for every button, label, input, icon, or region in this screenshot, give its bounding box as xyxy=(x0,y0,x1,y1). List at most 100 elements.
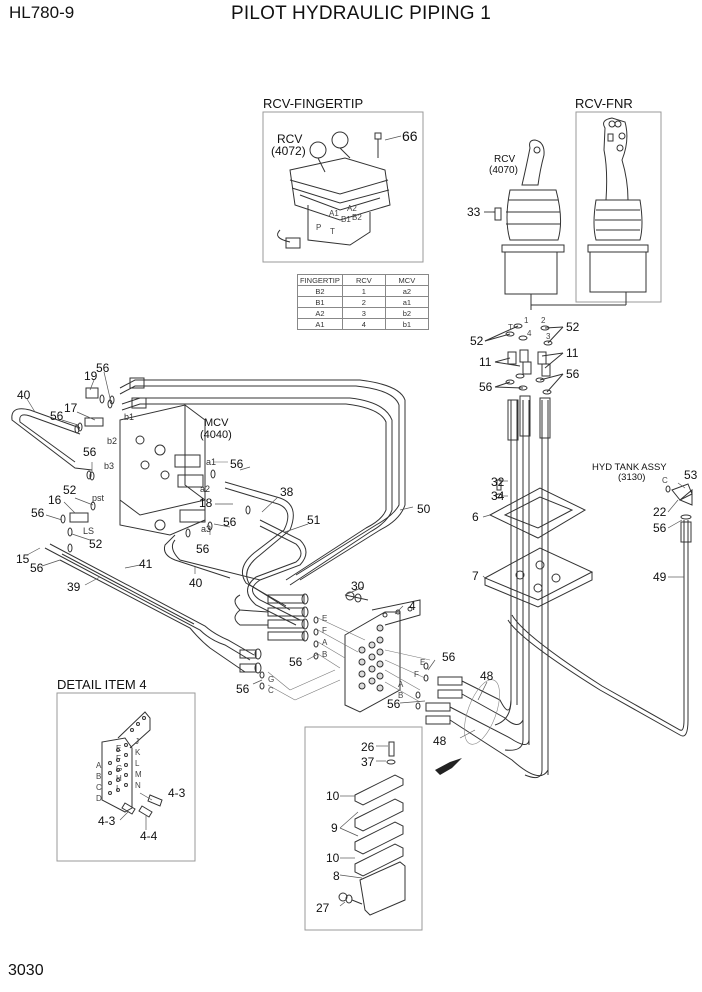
page-number: 3030 xyxy=(8,962,44,979)
rcv-fnr-heading: RCV-FNR xyxy=(575,96,633,111)
callout-18: 18 xyxy=(199,496,213,510)
table-cell: B1 xyxy=(297,296,343,308)
fingertip-mapping-table: FINGERTIP RCV MCV B2 1 a2 B1 2 a1 A2 3 b… xyxy=(297,274,429,330)
mcv-port-b1: b1 xyxy=(124,412,135,422)
callout-7: 7 xyxy=(472,569,479,583)
callout-50: 50 xyxy=(417,502,431,516)
callout-48: 48 xyxy=(433,734,447,748)
rcv-fnr-drawing xyxy=(587,117,649,300)
hose-40-lower xyxy=(164,534,231,579)
detail-port-e: E xyxy=(116,744,122,753)
rcv-port-4: 4 xyxy=(527,329,532,338)
rcv-port-2: 2 xyxy=(541,316,546,325)
mcv-name: MCV xyxy=(204,417,229,429)
callout-19: 19 xyxy=(84,369,98,383)
bracket-port-a: A xyxy=(322,638,328,647)
table-cell: A2 xyxy=(297,307,343,319)
tank-port-c: C xyxy=(662,476,668,485)
table-cell: b1 xyxy=(384,318,429,330)
detail-port-m: M xyxy=(135,770,142,779)
callout-51: 51 xyxy=(307,513,321,527)
rcv-fingertip-frame xyxy=(262,111,424,263)
callout-10: 10 xyxy=(326,789,340,803)
callout-56: 56 xyxy=(387,697,401,711)
bracket-right-port-b: B xyxy=(398,691,404,700)
hyd-tank-name: HYD TANK ASSY xyxy=(592,462,667,473)
hose-38-51 xyxy=(171,481,307,626)
plate-6 xyxy=(488,487,587,539)
mcv-port-pst: pst xyxy=(92,493,105,503)
callout-40: 40 xyxy=(17,388,31,402)
rcv-4070-drawing xyxy=(484,139,627,310)
table-cell: a2 xyxy=(384,285,429,297)
callout-16: 16 xyxy=(48,493,62,507)
detail-port-k: K xyxy=(135,748,141,757)
mcv-port-a2: a2 xyxy=(200,484,211,494)
callout-56: 56 xyxy=(96,361,110,375)
callout-17: 17 xyxy=(64,401,78,415)
model-code: HL780-9 xyxy=(9,3,75,22)
callout-15: 15 xyxy=(16,552,30,566)
detail-item-4-drawing xyxy=(101,711,163,818)
bracket-right-port-e: E xyxy=(420,658,426,667)
detail-port-f: F xyxy=(116,754,121,763)
callout-49: 49 xyxy=(653,570,667,584)
bracket-port-b: B xyxy=(322,650,328,659)
rcv-main-name: RCV xyxy=(494,154,516,165)
rcv-fingertip-heading: RCV-FINGERTIP xyxy=(263,96,364,111)
detail-port-a: A xyxy=(96,761,102,770)
o-ring-markers xyxy=(74,399,671,710)
rcv-port-t: T xyxy=(508,323,513,332)
port-label-p: P xyxy=(316,223,322,232)
callout-56: 56 xyxy=(196,542,210,556)
view-direction-arrow xyxy=(435,758,462,775)
rcv-fingertip-ref: (4072) xyxy=(271,144,306,158)
callout-52: 52 xyxy=(63,483,77,497)
callout-9: 9 xyxy=(331,821,338,835)
bracket-4 xyxy=(344,591,421,713)
callout-52: 52 xyxy=(566,320,580,334)
callout-4-3: 4-3 xyxy=(98,814,116,828)
callout-11: 11 xyxy=(566,346,579,360)
callout-32: 32 xyxy=(491,475,505,489)
callout-56: 56 xyxy=(30,561,44,575)
callout-56: 56 xyxy=(236,682,250,696)
callout-22: 22 xyxy=(653,505,667,519)
connection-guide-lines xyxy=(213,461,431,703)
callout-56: 56 xyxy=(31,506,45,520)
hose-50-pair xyxy=(119,377,406,586)
vertical-hose-bundle xyxy=(494,395,551,779)
hose-bundle-to-bracket xyxy=(234,593,309,642)
table-row: A2 3 b2 xyxy=(297,307,429,319)
callout-11: 11 xyxy=(479,355,492,369)
column-header: FINGERTIP xyxy=(297,274,343,286)
mcv-port-b3: b3 xyxy=(104,461,115,471)
rcv-fnr-frame xyxy=(575,111,662,303)
table-cell: 4 xyxy=(341,318,386,330)
table-cell: 3 xyxy=(341,307,386,319)
detail-port-n: N xyxy=(135,781,141,790)
detail-port-b: B xyxy=(96,772,102,781)
bracket-port-c: C xyxy=(268,686,274,695)
mcv-port-a1: a1 xyxy=(206,457,217,467)
callout-33: 33 xyxy=(467,205,481,219)
rcv-fingertip-drawing xyxy=(277,131,391,249)
hyd-tank-ref: (3130) xyxy=(618,472,646,483)
port-label-b1: B1 xyxy=(341,215,351,224)
callout-37: 37 xyxy=(361,755,375,769)
detail-port-h: H xyxy=(116,774,122,783)
callout-26: 26 xyxy=(361,740,375,754)
table-row: B2 1 a2 xyxy=(297,285,429,297)
callout-56: 56 xyxy=(653,521,667,535)
table-cell: B2 xyxy=(297,285,343,297)
table-cell: a1 xyxy=(384,296,429,308)
clamp-assembly-frame xyxy=(304,726,423,931)
page-title: PILOT HYDRAULIC PIPING 1 xyxy=(231,3,491,24)
table-row: B1 2 a1 xyxy=(297,296,429,308)
bracket-port-g: G xyxy=(268,675,275,684)
bracket-port-f: F xyxy=(322,626,327,635)
callout-41: 41 xyxy=(139,557,153,571)
callout-56: 56 xyxy=(289,655,303,669)
hose-39-41 xyxy=(44,543,262,674)
callout-66: 66 xyxy=(402,128,418,144)
